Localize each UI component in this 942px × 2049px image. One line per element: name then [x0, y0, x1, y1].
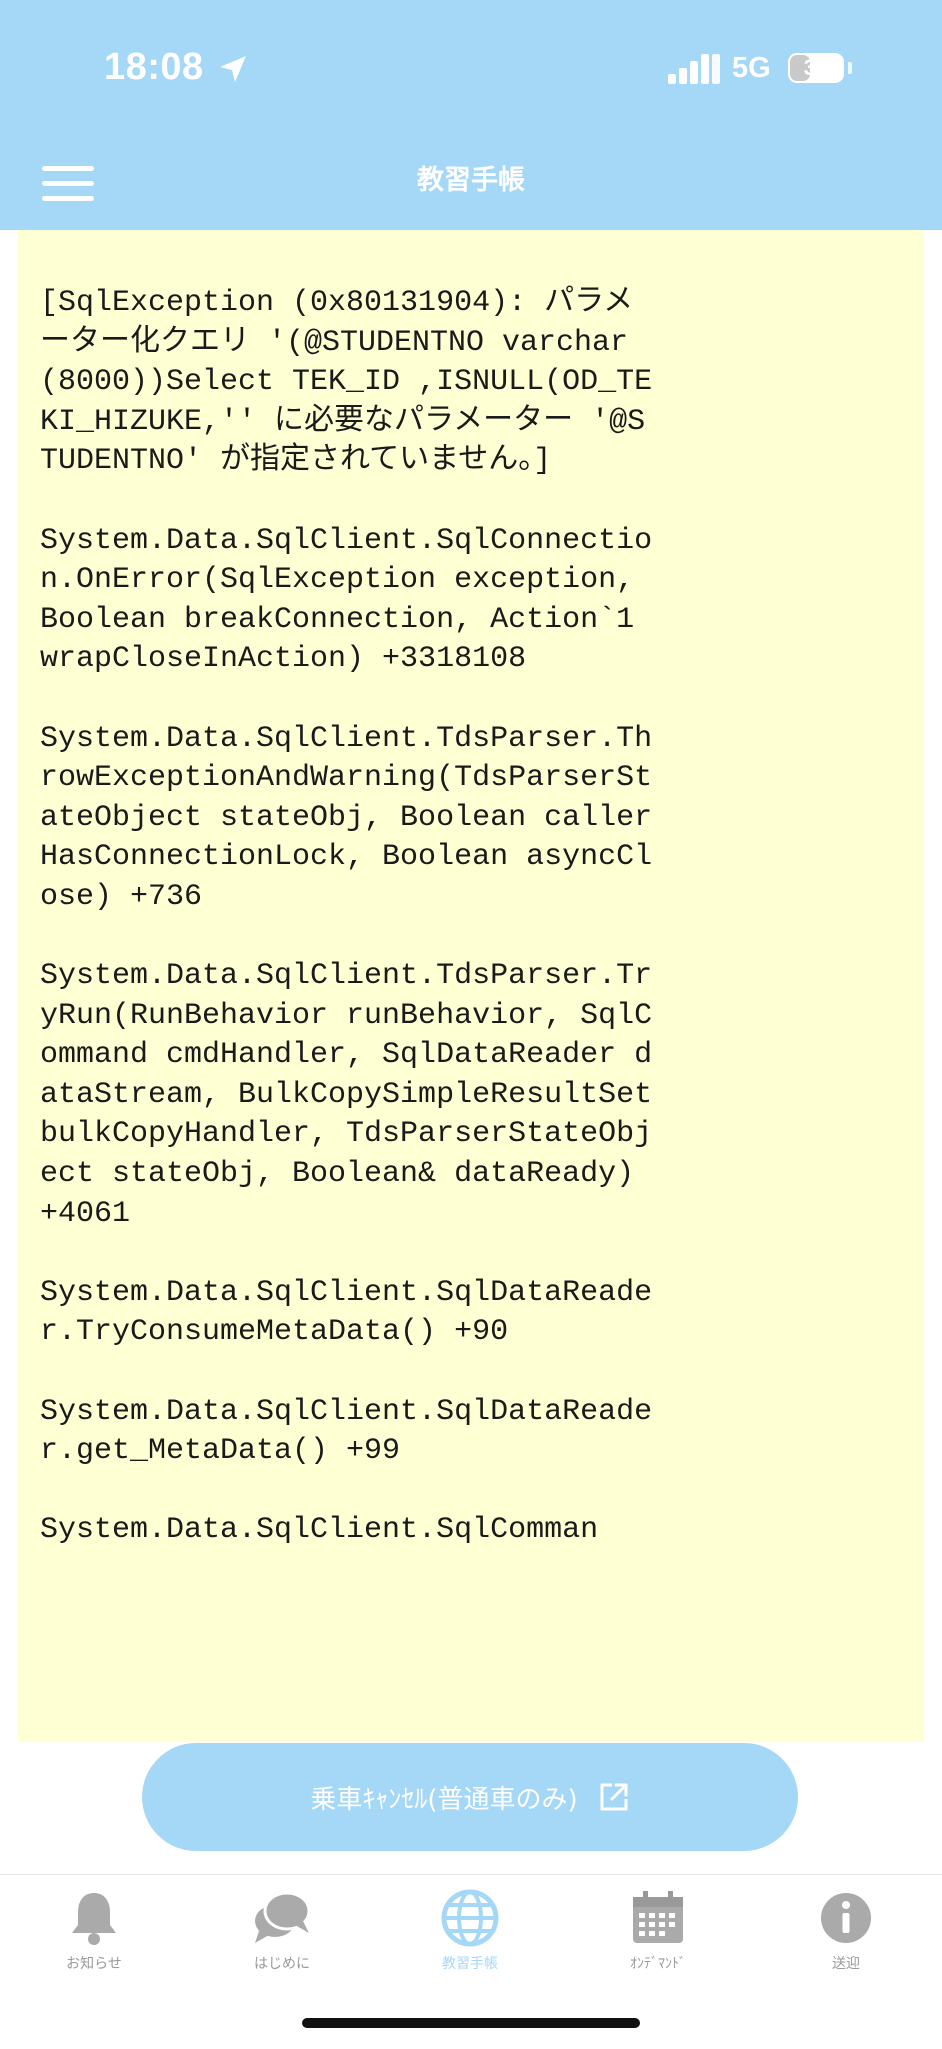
status-bar: 18:08 5G 39	[0, 0, 942, 192]
battery-cap	[848, 62, 852, 74]
battery-percent: 39	[803, 55, 829, 80]
calendar-icon	[633, 1891, 683, 1943]
tab-label: 教習手帳	[442, 1956, 498, 1972]
status-time: 18:08	[104, 46, 204, 88]
tab-bar: お知らせ はじめに 教習手帳	[0, 1874, 942, 2049]
cellular-signal-icon	[668, 54, 720, 84]
tab-pickup[interactable]: 送迎	[752, 1885, 940, 1995]
error-message: [SqlException (0x80131904): パラメーター化クエリ '…	[40, 286, 653, 1548]
home-indicator	[302, 2018, 640, 2028]
hamburger-menu-icon[interactable]	[42, 164, 94, 204]
location-arrow-icon	[220, 56, 246, 82]
tab-lesson-notebook[interactable]: 教習手帳	[376, 1885, 564, 1995]
battery-level	[790, 55, 810, 81]
ride-cancel-label: 乗車ｷｬﾝｾﾙ(普通車のみ)	[310, 1784, 578, 1815]
nav-bar: 教習手帳	[0, 140, 942, 230]
error-content-panel[interactable]: [SqlException (0x80131904): パラメーター化クエリ '…	[18, 230, 924, 1742]
tab-label: 送迎	[832, 1956, 860, 1972]
ride-cancel-button[interactable]: 乗車ｷｬﾝｾﾙ(普通車のみ)	[142, 1743, 798, 1851]
chat-bubbles-icon	[255, 1891, 311, 1943]
tab-label: お知らせ	[66, 1956, 122, 1972]
external-link-icon	[600, 1783, 628, 1811]
battery-icon: 39	[788, 53, 844, 83]
tab-on-demand[interactable]: ｵﾝﾃﾞﾏﾝﾄﾞ	[564, 1885, 752, 1995]
page-title: 教習手帳	[417, 165, 525, 196]
tab-notifications[interactable]: お知らせ	[0, 1885, 188, 1995]
network-type: 5G	[732, 52, 771, 84]
tab-label: ｵﾝﾃﾞﾏﾝﾄﾞ	[630, 1956, 686, 1972]
tab-introduction[interactable]: はじめに	[188, 1885, 376, 1995]
tab-label: はじめに	[254, 1956, 310, 1972]
globe-icon	[441, 1889, 499, 1947]
bell-icon	[72, 1893, 116, 1945]
info-icon	[821, 1893, 871, 1943]
